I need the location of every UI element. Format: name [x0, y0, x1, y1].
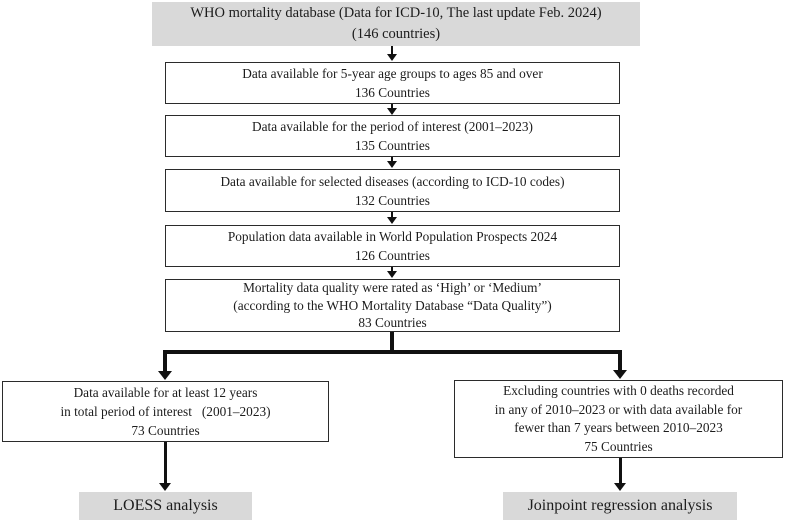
step-count: 132 Countries [355, 192, 430, 208]
step-box-period-of-interest: Data available for the period of interes… [165, 115, 620, 157]
branch-line-1: Data available for at least 12 years [73, 385, 258, 400]
branch-box-loess-criteria: Data available for at least 12 years in … [2, 381, 329, 442]
arrow-head [613, 370, 627, 379]
arrow-shaft [391, 212, 393, 217]
branch-right-arrow-down-icon [613, 354, 627, 379]
arrow-head [614, 483, 626, 491]
source-line-2: (146 countries) [351, 26, 441, 42]
arrow-shaft [618, 458, 622, 483]
step-count: 126 Countries [355, 248, 430, 263]
step-line-1: Data available for 5-year age groups to … [242, 66, 543, 81]
quality-count: 83 Countries [358, 315, 427, 331]
arrow-head [387, 217, 397, 224]
step-line-1: Population data available in World Popul… [227, 229, 558, 244]
result-box-joinpoint: Joinpoint regression analysis [503, 492, 737, 520]
arrow-head [387, 161, 397, 168]
arrow-shaft [391, 104, 393, 108]
branch-line-1: Excluding countries with 0 deaths record… [503, 383, 734, 398]
arrow-down-icon [387, 212, 397, 224]
arrow-down-icon [387, 267, 397, 278]
arrow-head [387, 54, 397, 61]
arrow-shaft [618, 354, 622, 370]
step-count: 135 Countries [355, 138, 430, 153]
branch-count: 75 Countries [584, 438, 653, 454]
step-box-selected-diseases: Data available for selected diseases (ac… [165, 169, 620, 212]
step-box-data-quality: Mortality data quality were rated as ‘Hi… [165, 279, 620, 332]
result-box-loess: LOESS analysis [79, 492, 252, 520]
quality-line-1: Mortality data quality were rated as ‘Hi… [243, 280, 542, 296]
step-box-age-groups: Data available for 5-year age groups to … [165, 62, 620, 104]
right-result-arrow-down-icon [614, 458, 626, 491]
branch-box-joinpoint-criteria: Excluding countries with 0 deaths record… [454, 380, 783, 458]
arrow-shaft [391, 157, 393, 161]
branch-line-3: fewer than 7 years between 2010–2023 [514, 420, 723, 435]
arrow-head [159, 483, 171, 491]
branch-left-arrow-down-icon [158, 354, 172, 380]
arrow-down-icon [387, 46, 397, 61]
arrow-shaft [391, 46, 393, 54]
arrow-down-icon [387, 157, 397, 168]
arrow-head [387, 271, 397, 278]
arrow-shaft [163, 442, 167, 483]
source-box: WHO mortality database (Data for ICD-10,… [152, 2, 640, 46]
arrow-head [387, 108, 397, 115]
arrow-head [158, 371, 172, 380]
arrow-shaft [163, 354, 167, 371]
branch-horizontal-line [163, 350, 622, 354]
branch-line-2: in any of 2010–2023 or with data availab… [494, 401, 743, 417]
step-line-1: Data available for selected diseases (ac… [220, 173, 565, 189]
arrow-shaft [391, 267, 393, 271]
branch-count: 73 Countries [131, 423, 200, 438]
result-label: Joinpoint regression analysis [527, 497, 713, 514]
branch-line-2: in total period of interest (2001–2023) [60, 404, 271, 419]
branch-stem-line [390, 332, 394, 352]
arrow-down-icon [387, 104, 397, 115]
step-line-1: Data available for the period of interes… [252, 119, 533, 134]
result-label: LOESS analysis [113, 497, 218, 514]
step-box-population-data: Population data available in World Popul… [165, 225, 620, 267]
source-line-1: WHO mortality database (Data for ICD-10,… [190, 5, 602, 21]
quality-line-2: (according to the WHO Mortality Database… [233, 297, 552, 313]
step-count: 136 Countries [355, 85, 430, 100]
left-result-arrow-down-icon [159, 442, 171, 491]
